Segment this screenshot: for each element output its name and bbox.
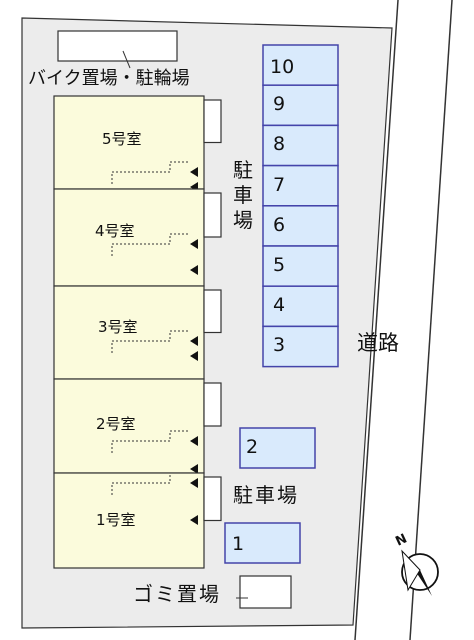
north-arrow-icon	[401, 549, 439, 596]
room-3-area	[53, 285, 205, 380]
entrance-arrow-icon	[190, 239, 198, 249]
road-area	[355, 0, 474, 640]
parking-space-label-4: 4	[273, 294, 286, 316]
parking-space-7	[262, 164, 339, 207]
parking-space-8	[262, 124, 339, 167]
parking-space-6	[262, 205, 339, 247]
garbage-box	[239, 575, 292, 609]
parking-space-9	[262, 84, 339, 127]
balcony-2	[203, 382, 222, 427]
parking-space-label-9: 9	[273, 93, 286, 115]
parking-horizontal-label: 駐車場	[233, 483, 299, 507]
parking-space-10	[262, 44, 339, 86]
room-2-label: 2号室	[96, 415, 136, 433]
entrance-arrow-icon	[190, 336, 198, 346]
building	[53, 95, 222, 569]
balcony-3	[203, 289, 222, 334]
parking-space-2	[239, 427, 316, 469]
garbage-label: ゴミ置場	[133, 582, 221, 606]
entrance-arrow-icon	[190, 265, 198, 275]
walkway-line	[111, 430, 188, 453]
room-2-area	[53, 378, 205, 474]
parking-space-label-8: 8	[273, 133, 286, 155]
entrance-arrow-icon	[190, 515, 198, 525]
room-5-label: 5号室	[102, 130, 142, 148]
parking-space-label-7: 7	[273, 174, 286, 196]
road-label: 道路	[357, 331, 399, 355]
walkway-line	[111, 233, 188, 256]
room-4-area	[53, 188, 205, 287]
walkway-line	[111, 161, 188, 184]
parking-column	[262, 44, 339, 368]
parking-space-label-5: 5	[273, 254, 286, 276]
entrance-arrow-icon	[190, 436, 198, 446]
parking-space-4	[262, 285, 339, 328]
parking-vertical-label: 駐 車 場	[233, 158, 253, 232]
bike-parking-label: バイク置場・駐輪場	[28, 68, 190, 89]
entrance-arrow-icon	[190, 167, 198, 177]
parking-space-label-3: 3	[273, 334, 286, 356]
walkway-line	[111, 330, 188, 353]
room-3-label: 3号室	[98, 318, 138, 336]
entrance-arrow-icon	[190, 478, 198, 488]
room-5-area	[53, 95, 205, 190]
balcony-4	[203, 192, 222, 238]
road-edge-right	[409, 0, 453, 640]
balcony-5	[203, 99, 222, 144]
parking-space-1	[224, 522, 301, 564]
bike-parking-box	[57, 30, 178, 62]
balcony-1	[203, 476, 222, 522]
room-1-label: 1号室	[96, 511, 136, 529]
parking-space-label-10: 10	[270, 56, 295, 78]
parking-space-label-1: 1	[232, 533, 245, 555]
entrance-arrow-icon	[190, 464, 198, 474]
parking-space-label-2: 2	[246, 436, 259, 458]
parking-space-label-6: 6	[273, 214, 286, 236]
road-edge-left	[354, 0, 399, 640]
bike-parking-leader	[122, 50, 131, 69]
entrance-arrow-icon	[190, 351, 198, 361]
walkway-line	[111, 472, 188, 495]
room-4-label: 4号室	[95, 222, 135, 240]
parking-space-3	[262, 325, 339, 368]
